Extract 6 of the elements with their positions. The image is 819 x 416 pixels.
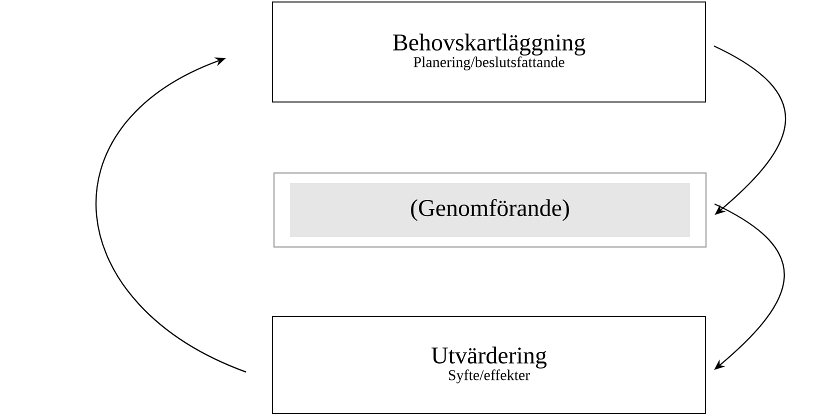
process-box: Behovskartläggning Planering/beslutsfattande (272, 2, 706, 102)
process-box: (Genomförande) (273, 172, 707, 248)
arrow (714, 203, 785, 370)
arrow (96, 58, 246, 373)
process-box: Utvärdering Syfte/effekter (272, 316, 706, 414)
arrow (714, 45, 786, 215)
